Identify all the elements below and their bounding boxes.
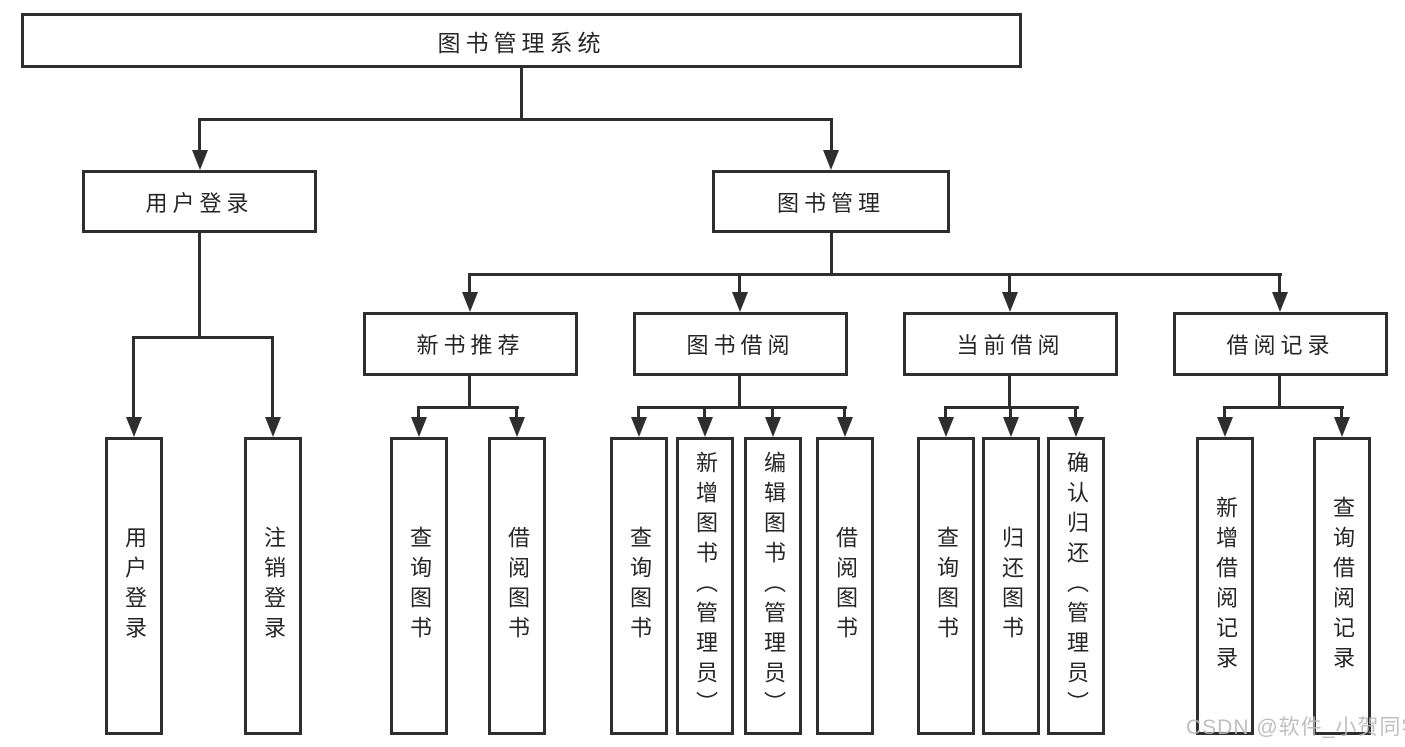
connector-line <box>637 406 640 419</box>
leaf-return-book-label: 归还图书 <box>999 526 1024 646</box>
leaf-return-book: 归还图书 <box>982 437 1040 735</box>
node-current-borrow-label: 当前借阅 <box>956 333 1065 358</box>
connector-line <box>1223 406 1344 409</box>
node-new-book-recommend: 新书推荐 <box>363 312 578 376</box>
connector-line <box>1278 273 1281 294</box>
arrow-down-icon <box>411 417 427 437</box>
connector-line <box>830 118 833 152</box>
arrow-down-icon <box>732 292 748 312</box>
connector-line <box>637 406 847 409</box>
connector-line <box>1278 376 1281 409</box>
arrow-down-icon <box>697 417 713 437</box>
connector-line <box>1340 406 1343 419</box>
arrow-down-icon <box>823 150 839 170</box>
connector-line <box>271 336 274 417</box>
node-new-book-recommend-label: 新书推荐 <box>416 333 525 358</box>
leaf-confirm-return-admin-label: 确认归还（管理员） <box>1064 451 1089 721</box>
arrow-down-icon <box>192 150 208 170</box>
connector-line <box>198 118 201 152</box>
connector-line <box>417 406 420 419</box>
arrow-down-icon <box>837 417 853 437</box>
connector-line <box>468 273 1282 276</box>
arrow-down-icon <box>765 417 781 437</box>
connector-line <box>468 273 471 294</box>
arrow-down-icon <box>1003 417 1019 437</box>
arrow-down-icon <box>1272 292 1288 312</box>
connector-line <box>1008 273 1011 294</box>
leaf-edit-book-admin: 编辑图书（管理员） <box>744 437 802 735</box>
leaf-query-books-3: 查询图书 <box>917 437 975 735</box>
node-current-borrow: 当前借阅 <box>903 312 1118 376</box>
arrow-down-icon <box>631 417 647 437</box>
node-root: 图书管理系统 <box>21 13 1022 68</box>
leaf-edit-book-admin-label: 编辑图书（管理员） <box>761 451 786 721</box>
node-book-borrow-label: 图书借阅 <box>686 333 795 358</box>
connector-line <box>198 233 201 339</box>
connector-line <box>738 273 741 294</box>
arrow-down-icon <box>1217 417 1233 437</box>
connector-line <box>468 376 471 409</box>
leaf-query-books-1-label: 查询图书 <box>407 526 432 646</box>
node-user-login-label: 用户登录 <box>145 190 254 216</box>
arrow-down-icon <box>938 417 954 437</box>
arrow-down-icon <box>509 417 525 437</box>
leaf-user-login: 用户登录 <box>105 437 163 735</box>
leaf-query-borrow-record: 查询借阅记录 <box>1313 437 1371 735</box>
connector-line <box>738 376 741 409</box>
connector-line <box>198 118 833 121</box>
connector-line <box>1009 406 1012 419</box>
arrow-down-icon <box>126 417 142 437</box>
node-book-management-label: 图书管理 <box>776 190 885 216</box>
node-borrow-records-label: 借阅记录 <box>1226 333 1335 358</box>
leaf-logout: 注销登录 <box>244 437 302 735</box>
leaf-query-books-3-label: 查询图书 <box>934 526 959 646</box>
connector-line <box>515 406 518 419</box>
leaf-query-books-2: 查询图书 <box>610 437 668 735</box>
leaf-query-books-2-label: 查询图书 <box>627 526 652 646</box>
arrow-down-icon <box>1002 292 1018 312</box>
leaf-borrow-books-1-label: 借阅图书 <box>505 526 530 646</box>
watermark-text: CSDN @软件_小贺同学 <box>1186 716 1405 739</box>
node-root-label: 图书管理系统 <box>437 29 606 56</box>
connector-line <box>1223 406 1226 419</box>
leaf-user-login-label: 用户登录 <box>122 526 147 646</box>
connector-line <box>843 406 846 419</box>
connector-line <box>771 406 774 419</box>
arrow-down-icon <box>1068 417 1084 437</box>
node-book-management: 图书管理 <box>712 170 950 233</box>
connector-line <box>132 336 274 339</box>
connector-line <box>1074 406 1077 419</box>
node-user-login: 用户登录 <box>82 170 317 233</box>
leaf-add-borrow-record-label: 新增借阅记录 <box>1213 496 1238 676</box>
node-borrow-records: 借阅记录 <box>1173 312 1388 376</box>
leaf-add-borrow-record: 新增借阅记录 <box>1196 437 1254 735</box>
arrow-down-icon <box>462 292 478 312</box>
connector-line <box>703 406 706 419</box>
connector-line <box>417 406 519 409</box>
connector-line <box>944 406 947 419</box>
leaf-add-book-admin: 新增图书（管理员） <box>676 437 734 735</box>
leaf-logout-label: 注销登录 <box>261 526 286 646</box>
leaf-borrow-books-2-label: 借阅图书 <box>833 526 858 646</box>
connector-line <box>520 68 523 121</box>
arrow-down-icon <box>1334 417 1350 437</box>
leaf-confirm-return-admin: 确认归还（管理员） <box>1047 437 1105 735</box>
leaf-borrow-books-1: 借阅图书 <box>488 437 546 735</box>
leaf-add-book-admin-label: 新增图书（管理员） <box>693 451 718 721</box>
leaf-query-borrow-record-label: 查询借阅记录 <box>1330 496 1355 676</box>
leaf-query-books-1: 查询图书 <box>390 437 448 735</box>
leaf-borrow-books-2: 借阅图书 <box>816 437 874 735</box>
connector-line <box>830 233 833 276</box>
connector-line <box>1008 376 1011 409</box>
connector-line <box>132 336 135 417</box>
node-book-borrow: 图书借阅 <box>633 312 848 376</box>
arrow-down-icon <box>265 417 281 437</box>
